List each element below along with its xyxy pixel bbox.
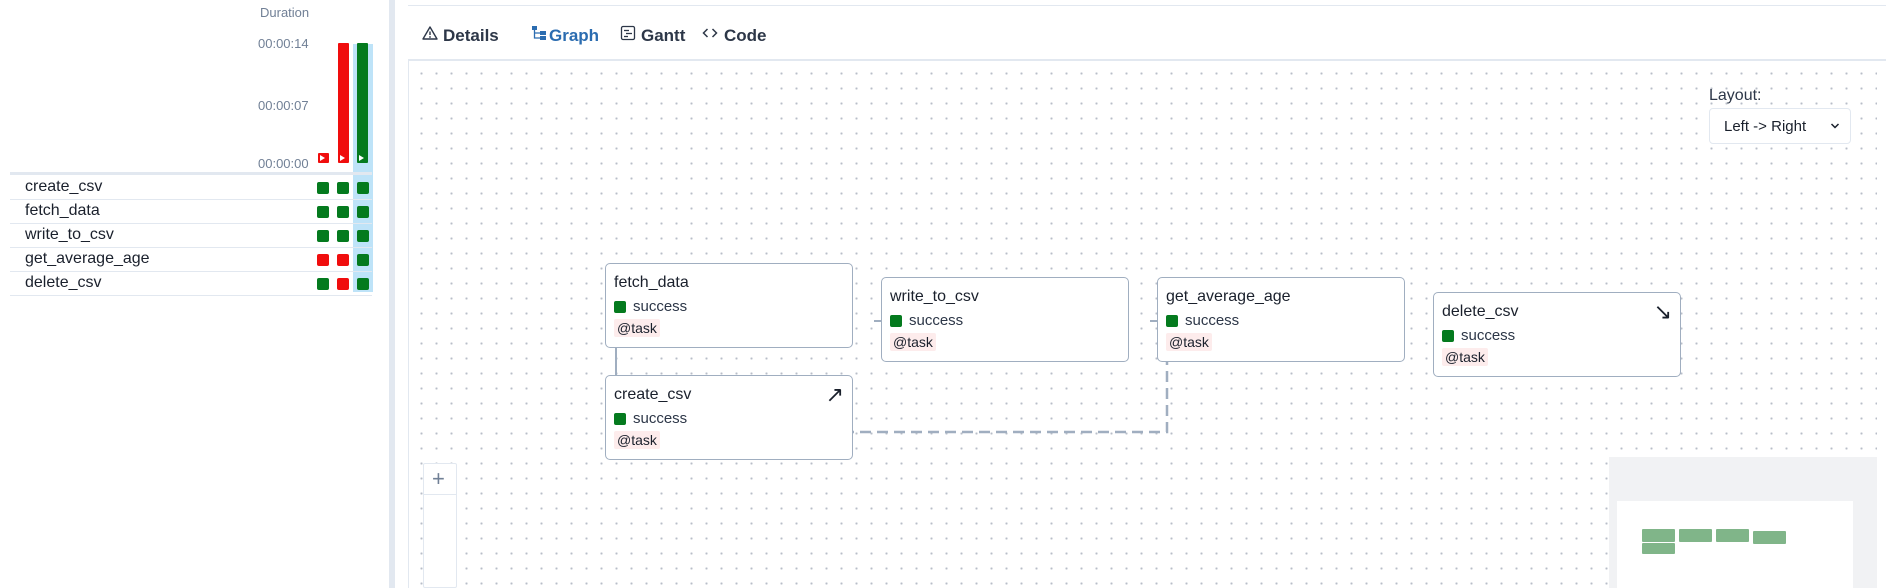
- tab-graph[interactable]: Graph: [517, 22, 603, 62]
- code-icon: [702, 28, 718, 38]
- minimap-node: [1642, 543, 1675, 554]
- node-label: fetch_data: [614, 274, 689, 291]
- tab-code-label: Code: [724, 26, 767, 45]
- task-instance-square[interactable]: [357, 230, 369, 242]
- task-instance-square[interactable]: [357, 278, 369, 290]
- task-row-delete-csv[interactable]: delete_csv: [10, 272, 372, 296]
- node-delete-csv[interactable]: delete_csv ↘ success @task: [1433, 292, 1681, 377]
- setup-arrow-icon: ↗: [825, 382, 844, 407]
- operator-badge: @task: [1166, 333, 1212, 351]
- node-state: success: [909, 312, 964, 329]
- task-instance-square[interactable]: [337, 206, 349, 218]
- duration-tick-zero: 00:00:00: [258, 156, 309, 171]
- tab-details[interactable]: Details: [422, 22, 502, 59]
- state-indicator: [890, 315, 902, 327]
- task-row-write-to-csv[interactable]: write_to_csv: [10, 224, 372, 248]
- task-instance-square[interactable]: [357, 182, 369, 194]
- node-label: delete_csv: [1442, 303, 1519, 320]
- node-state: success: [633, 410, 688, 427]
- task-instance-square[interactable]: [357, 206, 369, 218]
- minimap-node: [1753, 531, 1786, 544]
- node-label: create_csv: [614, 386, 692, 403]
- state-indicator: [614, 301, 626, 313]
- state-indicator: [1442, 330, 1454, 342]
- minimap-node: [1679, 529, 1712, 542]
- operator-badge: @task: [1442, 348, 1488, 366]
- node-get-average-age[interactable]: get_average_age success @task: [1157, 277, 1405, 362]
- node-label: write_to_csv: [890, 288, 979, 305]
- operator-badge: @task: [890, 333, 936, 351]
- run-bar-3[interactable]: [357, 43, 368, 163]
- task-row-create-csv[interactable]: create_csv: [10, 176, 372, 200]
- grid-panel: Duration 00:00:14 00:00:07 00:00:00 crea…: [0, 0, 392, 588]
- task-instance-square[interactable]: [337, 182, 349, 194]
- layout-select-value: Left -> Right: [1724, 118, 1807, 135]
- operator-badge: @task: [614, 319, 660, 337]
- node-label: get_average_age: [1166, 288, 1291, 305]
- task-row-get-average-age[interactable]: get_average_age: [10, 248, 372, 272]
- task-instance-square[interactable]: [337, 254, 349, 266]
- panel-resize-handle[interactable]: [389, 0, 395, 588]
- task-instance-square[interactable]: [357, 254, 369, 266]
- zoom-in-button[interactable]: +: [424, 464, 456, 495]
- plus-icon: +: [432, 466, 445, 491]
- teardown-arrow-icon: ↘: [1653, 299, 1672, 324]
- run-bar-2[interactable]: [338, 43, 349, 163]
- task-name[interactable]: delete_csv: [25, 274, 102, 291]
- node-fetch-data[interactable]: fetch_data success @task: [605, 263, 853, 348]
- task-name[interactable]: fetch_data: [25, 202, 100, 219]
- tab-gantt[interactable]: Gantt: [620, 22, 690, 59]
- operator-badge: @task: [614, 431, 660, 449]
- node-create-csv[interactable]: create_csv ↗ success @task: [605, 375, 853, 460]
- node-write-to-csv[interactable]: write_to_csv success @task: [881, 277, 1129, 362]
- tab-details-label: Details: [443, 26, 499, 45]
- task-instance-square[interactable]: [317, 182, 329, 194]
- tab-graph-label: Graph: [549, 26, 600, 45]
- minimap-viewport[interactable]: [1617, 501, 1853, 588]
- graph-canvas[interactable]: fetch_data success @task create_csv ↗ su…: [408, 61, 1877, 588]
- task-instance-square[interactable]: [317, 254, 329, 266]
- warning-icon: [422, 26, 438, 40]
- axis-line: [10, 172, 372, 175]
- task-name[interactable]: get_average_age: [25, 250, 150, 267]
- layout-select[interactable]: Left -> Right: [1709, 108, 1851, 144]
- divider: [408, 5, 1886, 6]
- state-indicator: [1166, 315, 1178, 327]
- play-icon: [359, 155, 364, 161]
- task-name[interactable]: write_to_csv: [25, 226, 114, 243]
- play-icon: [320, 155, 325, 161]
- task-instance-square[interactable]: [337, 278, 349, 290]
- layout-label: Layout:: [1709, 87, 1762, 104]
- main-content: Details Graph Gantt Code: [398, 0, 1886, 588]
- tab-gantt-label: Gantt: [641, 26, 686, 45]
- graph-icon: [532, 26, 546, 40]
- tab-bar-divider: [408, 59, 1886, 61]
- duration-tick-max: 00:00:14: [258, 36, 309, 51]
- chevron-down-icon: [1830, 123, 1840, 129]
- node-state: success: [633, 298, 688, 315]
- minimap-node: [1642, 529, 1675, 542]
- state-indicator: [614, 413, 626, 425]
- node-state: success: [1185, 312, 1240, 329]
- tab-code[interactable]: Code: [702, 22, 772, 59]
- zoom-controls: +: [423, 463, 457, 588]
- task-name[interactable]: create_csv: [25, 178, 103, 195]
- duration-tick-mid: 00:00:07: [258, 98, 309, 113]
- task-row-fetch-data[interactable]: fetch_data: [10, 200, 372, 224]
- minimap-node: [1716, 529, 1749, 542]
- gantt-icon: [620, 25, 636, 41]
- task-instance-square[interactable]: [317, 206, 329, 218]
- node-state: success: [1461, 327, 1516, 344]
- task-instance-square[interactable]: [337, 230, 349, 242]
- play-icon: [340, 155, 345, 161]
- task-instance-square[interactable]: [317, 278, 329, 290]
- graph-minimap[interactable]: [1609, 457, 1877, 588]
- run-bar-1[interactable]: [318, 153, 329, 163]
- duration-header: Duration: [260, 5, 310, 20]
- task-instance-square[interactable]: [317, 230, 329, 242]
